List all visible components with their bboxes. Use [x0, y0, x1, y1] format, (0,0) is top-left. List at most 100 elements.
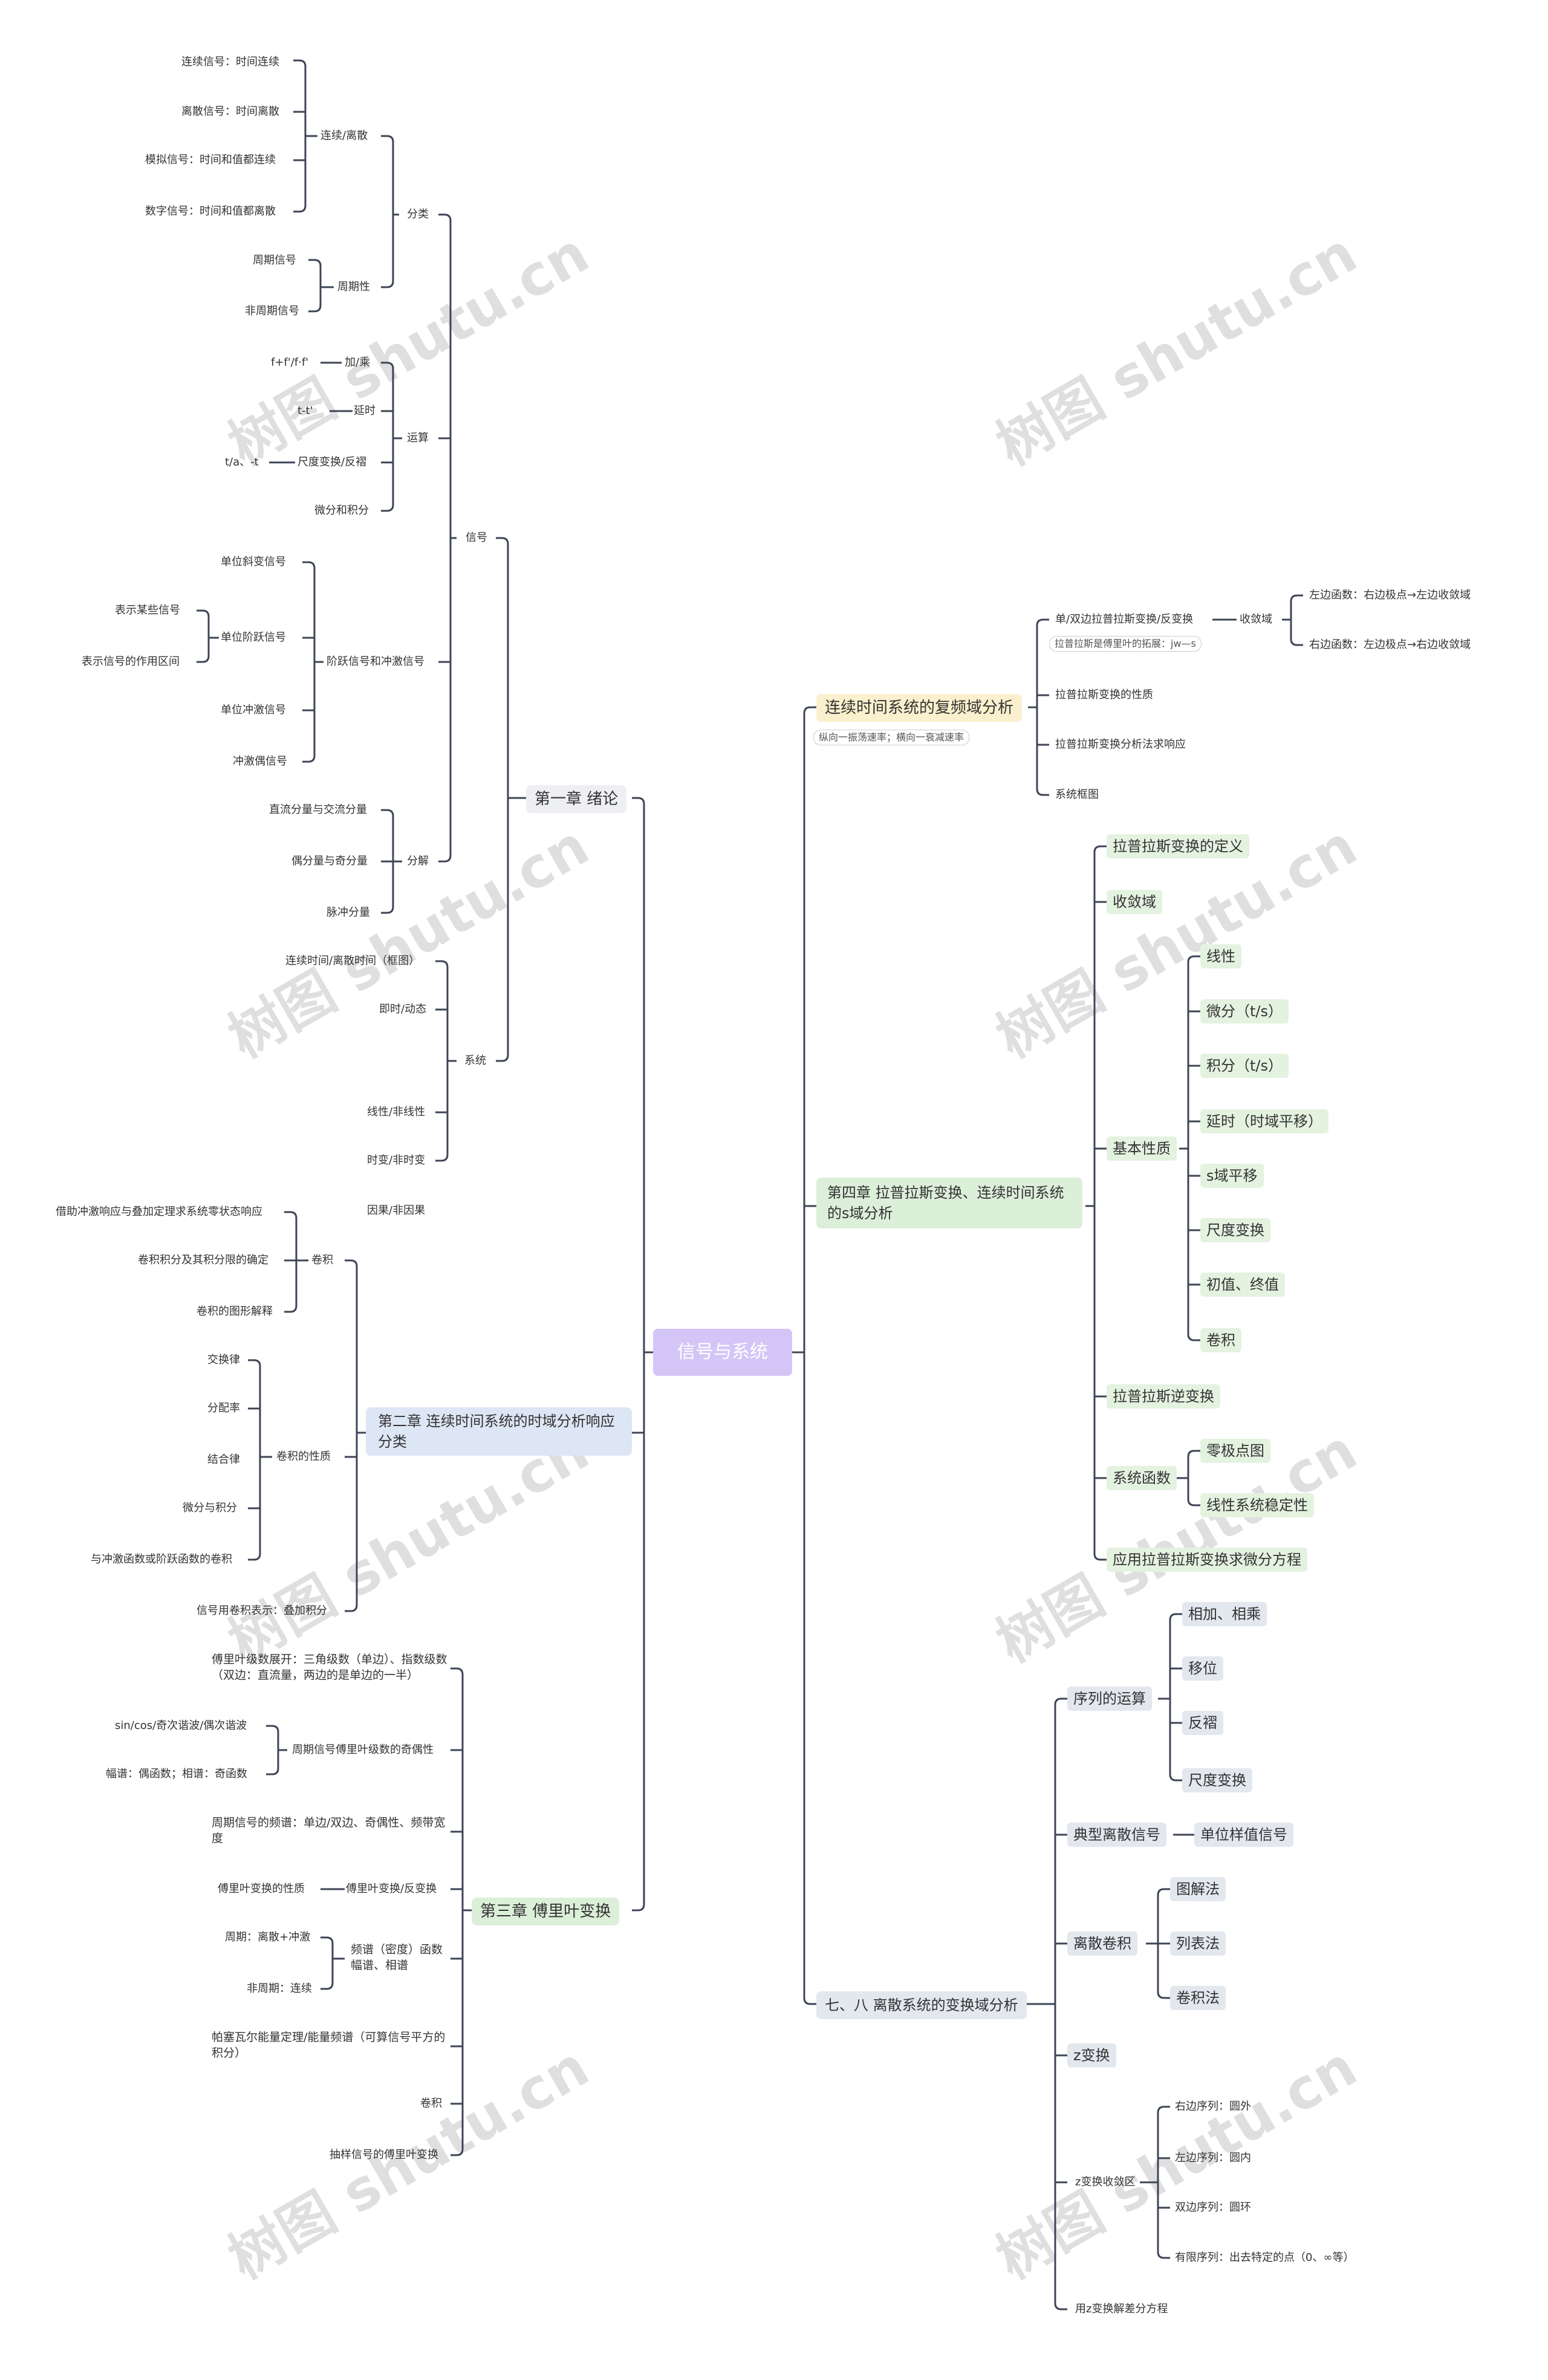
ft-detail: 傅里叶变换的性质 [218, 1882, 305, 1895]
cont-disc-node[interactable]: 连续/离散 [320, 129, 368, 142]
periodic-node[interactable]: 周期性 [337, 280, 370, 293]
parity-item: sin/cos/奇次谐波/偶次谐波 [115, 1719, 247, 1732]
ch3-conv-node: 卷积 [420, 2097, 442, 2110]
chapter-2[interactable]: 第二章 连续时间系统的时域分析响应分类 [366, 1407, 632, 1456]
sysfunc-item: 线性系统稳定性 [1200, 1493, 1314, 1517]
conv-prop: 微分与积分 [183, 1502, 237, 1514]
sysfunc-node[interactable]: 系统函数 [1107, 1466, 1177, 1490]
laplace-node[interactable]: 单/双边拉普拉斯变换/反变换 [1055, 613, 1194, 626]
basic-prop: s域平移 [1200, 1164, 1264, 1188]
conv-item: 借助冲激响应与叠加定理求系统零状态响应 [56, 1205, 262, 1218]
laplace-inverse-node[interactable]: 拉普拉斯逆变换 [1107, 1384, 1220, 1409]
sysfunc-item: 零极点图 [1200, 1439, 1270, 1463]
decomp-item: 偶分量与奇分量 [291, 855, 368, 867]
sampling-node: 抽样信号的傅里叶变换 [330, 2148, 438, 2161]
dconv-method: 列表法 [1170, 1931, 1226, 1956]
add-mul-detail: f+f'/f·f' [271, 356, 309, 369]
density-item: 非周期：连续 [247, 1982, 312, 1995]
periodic-item: 非周期信号 [245, 305, 299, 317]
cd-item: 离散信号：时间离散 [181, 105, 279, 118]
typical-discrete-node[interactable]: 典型离散信号 [1067, 1823, 1166, 1847]
cd-item: 连续信号：时间连续 [181, 56, 279, 68]
signal-node[interactable]: 信号 [466, 531, 487, 544]
z-roc-item: 右边序列：圆外 [1175, 2100, 1251, 2113]
doublet-node: 冲激偶信号 [233, 755, 287, 768]
impulse-node: 单位冲激信号 [221, 704, 286, 716]
basic-prop: 积分（t/s） [1200, 1054, 1289, 1078]
ramp-node: 单位斜变信号 [221, 556, 286, 568]
complex-note: 纵向一振荡速率；横向一衰减速率 [813, 730, 970, 745]
conv-prop: 结合律 [207, 1453, 240, 1466]
diffeq-node[interactable]: 应用拉普拉斯变换求微分方程 [1107, 1548, 1307, 1572]
roc-node[interactable]: 收敛域 [1240, 613, 1272, 626]
spectrum-node: 周期信号的频谱：单边/双边、奇偶性、频带宽度 [212, 1816, 446, 1845]
delay-node[interactable]: 延时 [354, 404, 376, 417]
z-diffeq-node: 用z变换解差分方程 [1075, 2303, 1168, 2315]
seq-op: 相加、相乘 [1182, 1602, 1267, 1626]
complex-item: 系统框图 [1055, 788, 1099, 801]
parity-node[interactable]: 周期信号傅里叶级数的奇偶性 [292, 1743, 434, 1756]
scale-node[interactable]: 尺度变换/反褶 [298, 456, 367, 469]
basic-prop: 初值、终值 [1200, 1273, 1285, 1297]
dconv-method: 图解法 [1170, 1877, 1226, 1901]
basic-prop: 线性 [1200, 944, 1241, 968]
seq-op: 尺度变换 [1182, 1768, 1252, 1792]
cd-item: 数字信号：时间和值都离散 [145, 205, 276, 218]
conv-prop: 分配率 [207, 1402, 240, 1415]
basic-prop: 尺度变换 [1200, 1218, 1270, 1242]
root-topic[interactable]: 信号与系统 [653, 1329, 792, 1376]
chapter-1[interactable]: 第一章 绪论 [526, 785, 627, 813]
z-roc-node[interactable]: z变换收敛区 [1075, 2176, 1136, 2188]
z-roc-item: 左边序列：圆内 [1175, 2151, 1251, 2164]
seq-op: 反褶 [1182, 1711, 1223, 1735]
conv-item: 卷积积分及其积分限的确定 [138, 1254, 268, 1266]
conv-props-node[interactable]: 卷积的性质 [276, 1450, 331, 1463]
step-detail: 表示信号的作用区间 [82, 655, 180, 668]
step-impulse-node[interactable]: 阶跃信号和冲激信号 [327, 655, 424, 668]
basic-props-node[interactable]: 基本性质 [1107, 1136, 1177, 1161]
density-item: 周期：离散+冲激 [225, 1931, 311, 1944]
system-item: 连续时间/离散时间（框图） [285, 955, 420, 967]
chapter-4[interactable]: 第四章 拉普拉斯变换、连续时间系统的s域分析 [816, 1178, 1082, 1228]
chapter-3[interactable]: 第三章 傅里叶变换 [472, 1898, 620, 1925]
laplace-note: 拉普拉斯是傅里叶的拓展：jw—s [1049, 636, 1202, 652]
add-mul-node[interactable]: 加/乘 [345, 356, 371, 369]
ops-node[interactable]: 运算 [407, 432, 429, 444]
decomp-item: 直流分量与交流分量 [269, 803, 367, 816]
decomp-node[interactable]: 分解 [407, 855, 429, 867]
ft-node[interactable]: 傅里叶变换/反变换 [346, 1882, 437, 1895]
laplace-def-node[interactable]: 拉普拉斯变换的定义 [1107, 834, 1249, 858]
periodic-item: 周期信号 [253, 254, 296, 267]
step-detail: 表示某些信号 [115, 604, 180, 617]
classify-node[interactable]: 分类 [407, 208, 429, 221]
basic-prop: 微分（t/s） [1200, 999, 1289, 1023]
z-transform-node[interactable]: z变换 [1067, 2043, 1116, 2067]
conv-rep-node: 信号用卷积表示：叠加积分 [197, 1604, 327, 1617]
unit-step-node[interactable]: 单位阶跃信号 [221, 631, 286, 644]
delay-detail: t-t' [298, 404, 313, 417]
chapter-7-8[interactable]: 七、八 离散系统的变换域分析 [816, 1991, 1027, 2019]
seq-op: 移位 [1182, 1656, 1223, 1681]
cd-item: 模拟信号：时间和值都连续 [145, 154, 276, 166]
unit-sample-node: 单位样值信号 [1194, 1823, 1293, 1847]
system-node[interactable]: 系统 [464, 1054, 486, 1067]
system-item: 因果/非因果 [367, 1204, 426, 1217]
z-roc-item: 双边序列：圆环 [1175, 2201, 1251, 2214]
basic-prop: 延时（时域平移） [1200, 1109, 1328, 1133]
scale-detail: t/a、-t [225, 456, 259, 469]
dconv-method: 卷积法 [1170, 1986, 1226, 2010]
decomp-item: 脉冲分量 [327, 906, 370, 919]
roc-item: 右边函数：左边极点→右边收敛域 [1309, 638, 1471, 651]
complex-domain-chapter[interactable]: 连续时间系统的复频域分析 [816, 694, 1023, 722]
discrete-conv-node[interactable]: 离散卷积 [1067, 1931, 1137, 1956]
basic-prop: 卷积 [1200, 1328, 1241, 1352]
density-node[interactable]: 频谱（密度）函数幅谱、相谱 [351, 1943, 443, 1972]
conv-node[interactable]: 卷积 [311, 1254, 333, 1266]
complex-item: 拉普拉斯变换分析法求响应 [1055, 738, 1186, 751]
ch4-roc-node[interactable]: 收敛域 [1107, 890, 1162, 914]
seq-ops-node[interactable]: 序列的运算 [1067, 1687, 1152, 1711]
system-item: 时变/非时变 [367, 1154, 426, 1167]
diffint-node[interactable]: 微分和积分 [314, 504, 369, 517]
